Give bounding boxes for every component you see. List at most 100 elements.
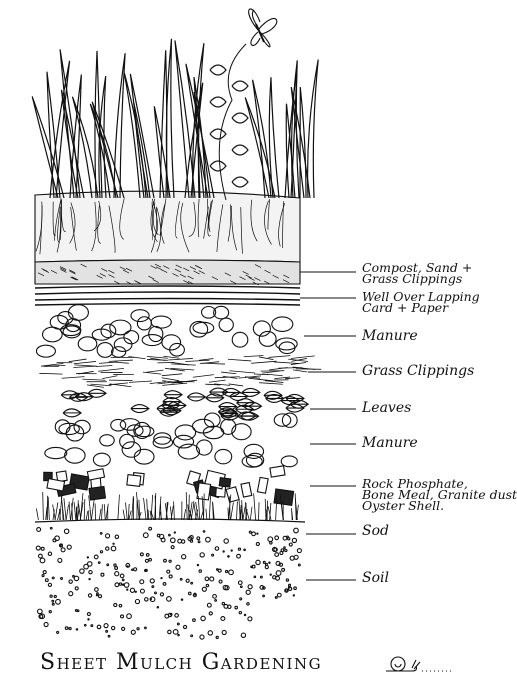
grass-strand <box>162 378 179 381</box>
sod-blade <box>91 499 94 520</box>
soil-speck <box>169 575 172 578</box>
soil-speck <box>238 548 240 550</box>
soil-speck <box>228 556 230 558</box>
soil-speck <box>76 629 77 630</box>
soil-speck <box>237 554 241 558</box>
soil-speck <box>297 549 301 553</box>
pebble <box>190 321 208 337</box>
soil-speck <box>135 591 136 592</box>
label-compost: Compost, Sand + Grass Clippings <box>362 262 472 284</box>
grass-strand <box>244 355 264 356</box>
soil-speck <box>164 559 167 562</box>
soil-speck <box>283 536 287 540</box>
grass-strand <box>73 366 97 367</box>
soil-speck <box>248 617 252 621</box>
soil-speck <box>88 619 89 620</box>
pebble <box>68 305 88 321</box>
pebble <box>122 442 140 457</box>
sod-blade <box>254 493 256 520</box>
soil-speck <box>91 625 93 627</box>
soil-speck <box>69 592 73 596</box>
grass-strand <box>221 372 236 374</box>
grass-blade <box>166 39 174 198</box>
grass-strand <box>168 358 193 360</box>
soil-speck <box>48 552 51 555</box>
sod-blade <box>186 492 187 520</box>
soil-speck <box>205 577 209 581</box>
soil-speck <box>249 531 251 533</box>
soil-speck <box>52 600 54 602</box>
grass-strand <box>259 383 283 385</box>
soil-speck <box>145 559 148 562</box>
pebble <box>173 435 193 448</box>
sod-blade <box>206 509 207 520</box>
soil-speck <box>101 573 104 576</box>
soil-speck <box>69 580 72 583</box>
soil-speck <box>206 584 208 586</box>
soil-speck <box>294 528 299 533</box>
rock <box>87 469 104 480</box>
soil-speck <box>168 630 171 633</box>
soil-speck <box>222 630 226 634</box>
grass-strand <box>229 371 254 373</box>
soil-speck <box>48 583 51 586</box>
soil-speck <box>206 537 211 542</box>
grass-blade <box>175 40 195 198</box>
grass-strand <box>209 380 226 382</box>
soil-speck <box>222 602 224 604</box>
soil-speck <box>88 594 91 597</box>
pebble <box>244 444 263 458</box>
soil-speck <box>275 553 279 557</box>
grass-strand <box>109 360 133 361</box>
soil-speck <box>216 636 218 638</box>
soil-speck <box>176 565 180 569</box>
grass-strand <box>129 381 152 382</box>
leaf <box>63 409 81 417</box>
sod-blade <box>74 502 76 520</box>
sod-blade <box>231 502 234 520</box>
soil-speck <box>149 558 152 561</box>
soil-speck <box>61 578 63 580</box>
pebble <box>149 326 163 341</box>
leaf <box>187 393 205 401</box>
grass-strand <box>82 379 105 380</box>
soil-speck <box>115 583 119 587</box>
soil-speck <box>75 587 78 590</box>
soil-speck <box>108 635 110 637</box>
grass-strand <box>178 381 195 382</box>
pebble <box>43 327 63 342</box>
grass-strand <box>228 359 251 361</box>
soil-speck <box>241 633 245 637</box>
soil-speck <box>163 583 166 586</box>
soil-speck <box>219 580 222 583</box>
grass-strand <box>115 362 129 363</box>
soil-speck <box>282 568 285 571</box>
grass-strand <box>265 381 284 383</box>
soil-speck <box>279 563 282 566</box>
soil-speck <box>56 599 61 604</box>
soil-speck <box>41 547 44 550</box>
grass-strand <box>162 374 182 376</box>
label-cardboard: Well Over Lapping Card + Paper <box>362 291 480 313</box>
soil-speck <box>115 535 118 538</box>
soil-speck <box>87 557 88 558</box>
label-sod: Sod <box>362 526 389 537</box>
soil-speck <box>80 569 84 573</box>
pebble <box>78 337 97 351</box>
soil-speck <box>100 551 102 553</box>
soil-speck <box>256 542 259 545</box>
soil-speck <box>55 536 60 541</box>
plant-leaves <box>32 39 318 198</box>
soil-speck <box>231 550 232 551</box>
soil-speck <box>208 631 212 635</box>
pebble <box>36 345 55 357</box>
soil-speck <box>99 595 102 598</box>
soil-speck <box>284 547 286 549</box>
soil-speck <box>200 553 204 557</box>
sod-blade <box>258 502 259 520</box>
soil-speck <box>201 616 205 620</box>
soil-speck <box>265 565 268 568</box>
topsoil-layer <box>35 191 300 262</box>
pebble <box>100 435 115 446</box>
sod-blade <box>95 503 96 520</box>
